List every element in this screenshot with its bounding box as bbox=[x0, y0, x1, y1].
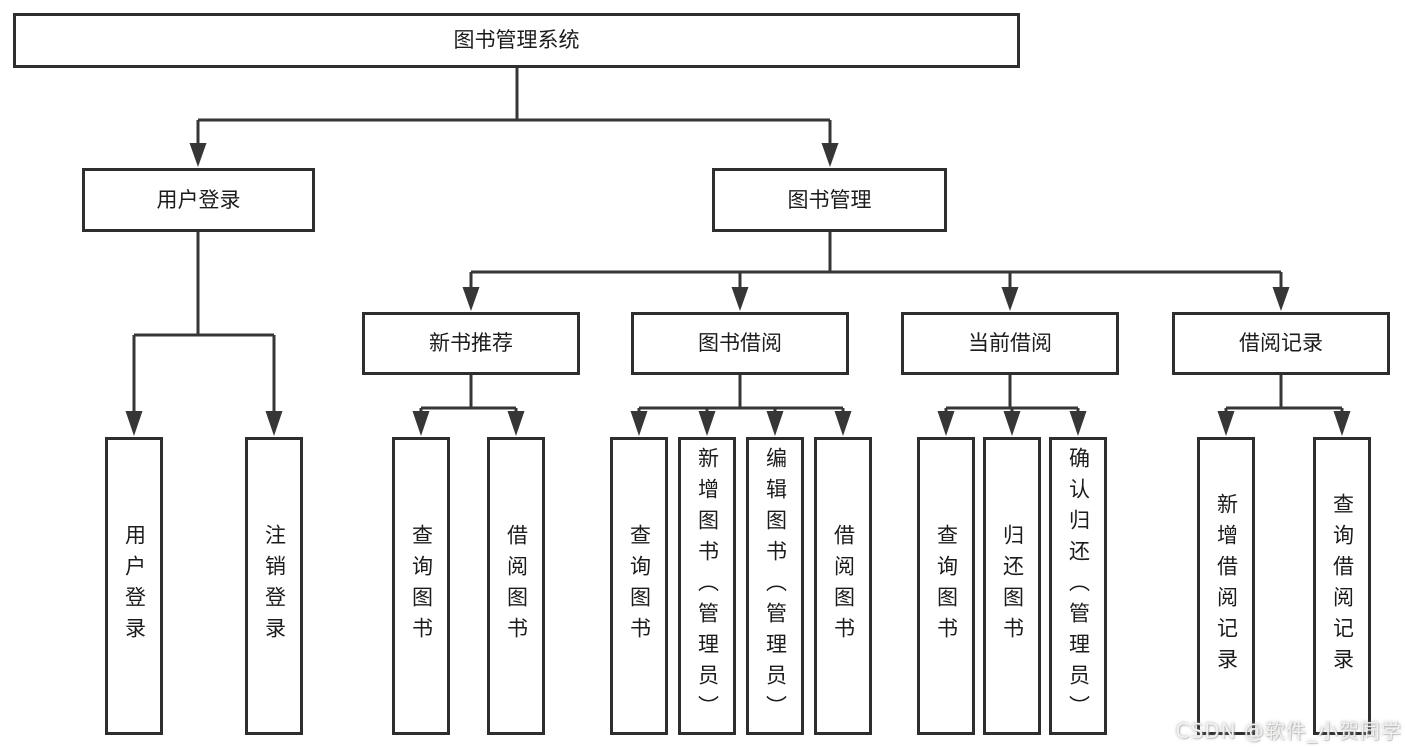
node-library-management-system: 图书管理系统 bbox=[13, 13, 1020, 68]
node-edit-book-admin: 编辑图书（管理员） bbox=[746, 437, 804, 735]
node-label: 当前借阅 bbox=[968, 331, 1052, 355]
connector-borrow-records-branch bbox=[1217, 375, 1351, 436]
connector-root-to-level2 bbox=[189, 68, 839, 167]
node-query-book-recommend: 查询图书 bbox=[392, 437, 450, 735]
node-label: 新增借阅记录 bbox=[1214, 493, 1239, 679]
node-logout: 注销登录 bbox=[245, 437, 303, 735]
node-label: 确认归还（管理员） bbox=[1066, 446, 1091, 726]
node-add-borrow-record: 新增借阅记录 bbox=[1197, 437, 1255, 735]
connector-book-borrow-branch bbox=[630, 375, 852, 436]
node-label: 用户登录 bbox=[122, 524, 147, 648]
node-confirm-return-admin: 确认归还（管理员） bbox=[1049, 437, 1107, 735]
node-borrow-book: 借阅图书 bbox=[814, 437, 872, 735]
node-label: 注销登录 bbox=[262, 524, 287, 648]
node-label: 查询图书 bbox=[934, 524, 959, 648]
node-label: 查询图书 bbox=[627, 524, 652, 648]
node-new-book-recommend: 新书推荐 bbox=[362, 312, 580, 375]
node-label: 新增图书（管理员） bbox=[695, 446, 720, 726]
connector-user-login-branch bbox=[125, 232, 283, 436]
node-borrow-book-recommend: 借阅图书 bbox=[487, 437, 545, 735]
node-label: 借阅记录 bbox=[1239, 331, 1323, 355]
node-label: 新书推荐 bbox=[429, 331, 513, 355]
node-book-borrow: 图书借阅 bbox=[631, 312, 849, 375]
connector-new-book-branch bbox=[412, 375, 525, 436]
node-label: 用户登录 bbox=[156, 187, 241, 212]
node-book-management: 图书管理 bbox=[712, 168, 947, 232]
node-label: 查询借阅记录 bbox=[1330, 493, 1355, 679]
node-label: 借阅图书 bbox=[504, 524, 529, 648]
node-return-book: 归还图书 bbox=[983, 437, 1041, 735]
node-label: 借阅图书 bbox=[831, 524, 856, 648]
node-label: 图书借阅 bbox=[698, 331, 782, 355]
node-label: 查询图书 bbox=[409, 524, 434, 648]
node-label: 图书管理系统 bbox=[453, 28, 580, 52]
node-label: 归还图书 bbox=[1000, 524, 1025, 648]
csdn-watermark: CSDN @软件_小贺同学 bbox=[1175, 719, 1402, 743]
node-query-book-current: 查询图书 bbox=[917, 437, 975, 735]
node-current-borrow: 当前借阅 bbox=[901, 312, 1119, 375]
node-label: 图书管理 bbox=[787, 187, 872, 212]
node-user-login-leaf: 用户登录 bbox=[105, 437, 163, 735]
node-query-borrow-record: 查询借阅记录 bbox=[1313, 437, 1371, 735]
connector-current-borrow-branch bbox=[937, 375, 1087, 436]
node-user-login: 用户登录 bbox=[82, 168, 315, 232]
connector-book-mgmt-branch bbox=[462, 232, 1290, 311]
node-borrow-records: 借阅记录 bbox=[1172, 312, 1390, 375]
node-label: 编辑图书（管理员） bbox=[763, 446, 788, 726]
node-add-book-admin: 新增图书（管理员） bbox=[678, 437, 736, 735]
node-query-book-borrow: 查询图书 bbox=[610, 437, 668, 735]
